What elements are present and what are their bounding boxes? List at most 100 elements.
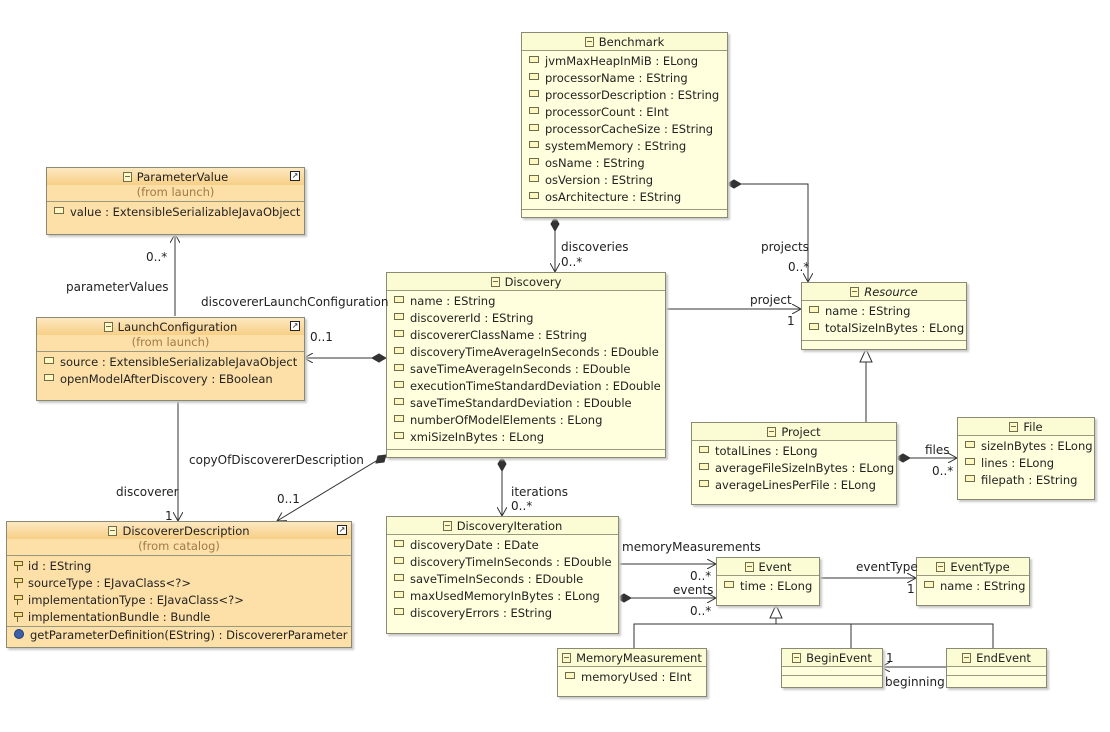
attribute-icon — [565, 672, 575, 679]
id-attribute-icon — [14, 578, 23, 588]
class-icon — [584, 37, 594, 47]
attribute-row[interactable]: name : EString — [802, 303, 966, 320]
attribute-icon — [394, 608, 404, 615]
attribute-row[interactable]: saveTimeAverageInSeconds : EDouble — [387, 361, 665, 378]
attribute-icon — [44, 357, 54, 364]
attribute-row[interactable]: processorCount : EInt — [522, 104, 727, 121]
attribute-icon — [529, 158, 539, 165]
attribute-row[interactable]: source : ExtensibleSerializableJavaObjec… — [37, 354, 304, 371]
attribute-list: time : ELong — [717, 576, 819, 598]
discoverer-multiplicity: 1 — [165, 509, 173, 523]
class-launch-configuration[interactable]: LaunchConfiguration↗ (from launch) sourc… — [36, 317, 305, 401]
class-name: Discovery — [504, 275, 562, 289]
attribute-row[interactable]: discovererClassName : EString — [387, 327, 665, 344]
class-resource[interactable]: Resource name : EString totalSizeInBytes… — [801, 282, 967, 350]
attribute-row[interactable]: processorDescription : EString — [522, 87, 727, 104]
attribute-row[interactable]: xmiSizeInBytes : ELong — [387, 429, 665, 446]
copy-diamond — [375, 454, 387, 464]
attribute-row[interactable]: sizeInBytes : ELong — [958, 438, 1094, 455]
attribute-row[interactable]: implementationType : EJavaClass<?> — [7, 592, 351, 609]
attribute-row[interactable]: systemMemory : EString — [522, 138, 727, 155]
attribute-row[interactable]: processorName : EString — [522, 70, 727, 87]
attribute-row[interactable]: lines : ELong — [958, 455, 1094, 472]
attribute-row[interactable]: maxUsedMemoryInBytes : ELong — [387, 588, 618, 605]
class-icon — [103, 322, 113, 332]
class-package: (from launch) — [131, 335, 210, 349]
attribute-row[interactable]: discoveryErrors : EString — [387, 605, 618, 622]
attribute-icon — [965, 475, 975, 482]
attribute-row[interactable]: discovererId : EString — [387, 310, 665, 327]
class-file[interactable]: File sizeInBytes : ELong lines : ELong f… — [957, 417, 1095, 500]
attribute-row[interactable]: discoveryTimeAverageInSeconds : EDouble — [387, 344, 665, 361]
attribute-list: name : EString — [917, 576, 1029, 598]
attribute-row[interactable]: osName : EString — [522, 155, 727, 172]
attribute-row[interactable]: sourceType : EJavaClass<?> — [7, 575, 351, 592]
attribute-row[interactable]: name : EString — [917, 578, 1029, 595]
projects-label: projects — [761, 240, 809, 254]
class-benchmark[interactable]: Benchmark jvmMaxHeapInMiB : ELong proces… — [521, 32, 728, 218]
discoveries-label: discoveries — [561, 240, 629, 254]
external-link-icon[interactable]: ↗ — [290, 171, 300, 181]
launch-config-diamond — [370, 353, 388, 363]
operation-row[interactable]: getParameterDefinition(EString) : Discov… — [7, 627, 351, 644]
attribute-list: sizeInBytes : ELong lines : ELong filepa… — [958, 436, 1094, 492]
class-parameter-value[interactable]: ParameterValue↗ (from launch) value : Ex… — [46, 167, 305, 235]
operation-icon — [14, 629, 24, 639]
class-memory-measurement[interactable]: MemoryMeasurement memoryUsed : EInt — [557, 648, 707, 697]
attribute-list: name : EString discovererId : EString di… — [387, 291, 665, 449]
class-icon — [442, 521, 452, 531]
files-multiplicity: 0..* — [932, 464, 954, 478]
attribute-row[interactable]: filepath : EString — [958, 472, 1094, 489]
class-begin-event[interactable]: BeginEvent — [781, 648, 883, 688]
attribute-row[interactable]: numberOfModelElements : ELong — [387, 412, 665, 429]
class-icon — [962, 653, 972, 663]
event-type-multiplicity: 1 — [907, 582, 915, 596]
external-link-icon[interactable]: ↗ — [290, 321, 300, 331]
class-discovery-iteration[interactable]: DiscoveryIteration discoveryDate : EDate… — [386, 516, 619, 634]
attribute-row[interactable]: saveTimeStandardDeviation : EDouble — [387, 395, 665, 412]
attribute-list: id : EString sourceType : EJavaClass<?> … — [7, 556, 351, 626]
attribute-row[interactable]: memoryUsed : EInt — [558, 669, 706, 686]
class-header: LaunchConfiguration↗ — [37, 318, 304, 335]
class-name: EventType — [950, 560, 1010, 574]
class-event[interactable]: Event time : ELong — [716, 557, 820, 606]
attribute-row[interactable]: id : EString — [7, 558, 351, 575]
projects-multiplicity: 0..* — [788, 260, 810, 274]
class-end-event[interactable]: EndEvent — [946, 648, 1047, 688]
attribute-row[interactable]: value : ExtensibleSerializableJavaObject — [47, 204, 304, 221]
attribute-row[interactable]: totalLines : ELong — [692, 443, 896, 460]
attribute-row[interactable]: executionTimeStandardDeviation : EDouble — [387, 378, 665, 395]
parameter-values-multiplicity: 0..* — [146, 250, 168, 264]
class-project[interactable]: Project totalLines : ELong averageFileSi… — [691, 422, 897, 505]
copy-multiplicity: 0..1 — [277, 492, 300, 506]
attribute-row[interactable]: implementationBundle : Bundle — [7, 609, 351, 626]
attribute-row[interactable]: totalSizeInBytes : ELong — [802, 320, 966, 337]
attribute-row[interactable]: time : ELong — [717, 578, 819, 595]
events-multiplicity: 0..* — [690, 604, 712, 618]
attribute-row[interactable]: processorCacheSize : EString — [522, 121, 727, 138]
class-event-type[interactable]: EventType name : EString — [916, 557, 1030, 606]
class-name: ParameterValue — [136, 170, 229, 184]
attribute-icon — [529, 56, 539, 63]
attribute-row[interactable]: osVersion : EString — [522, 172, 727, 189]
attribute-row[interactable]: saveTimeInSeconds : EDouble — [387, 571, 618, 588]
attribute-row[interactable]: averageLinesPerFile : ELong — [692, 477, 896, 494]
iterations-label: iterations — [511, 485, 568, 499]
attribute-row[interactable]: discoveryTimeInSeconds : EDouble — [387, 554, 618, 571]
iterations-diamond — [497, 455, 507, 473]
attribute-row[interactable]: discoveryDate : EDate — [387, 537, 618, 554]
projects-diamond — [725, 179, 743, 189]
class-discovery[interactable]: Discovery name : EString discovererId : … — [386, 272, 666, 458]
attribute-row[interactable]: averageFileSizeInBytes : ELong — [692, 460, 896, 477]
class-discoverer-description[interactable]: DiscovererDescription↗ (from catalog) id… — [6, 521, 352, 648]
attribute-row[interactable]: name : EString — [387, 293, 665, 310]
attribute-icon — [809, 323, 819, 330]
beginning-label: beginning — [885, 675, 945, 689]
attribute-icon — [965, 441, 975, 448]
attribute-row[interactable]: openModelAfterDiscovery : EBoolean — [37, 371, 304, 388]
attribute-row[interactable]: jvmMaxHeapInMiB : ELong — [522, 53, 727, 70]
attribute-row[interactable]: osArchitecture : EString — [522, 189, 727, 206]
attribute-icon — [394, 381, 404, 388]
external-link-icon[interactable]: ↗ — [337, 525, 347, 535]
copy-line — [277, 454, 387, 521]
